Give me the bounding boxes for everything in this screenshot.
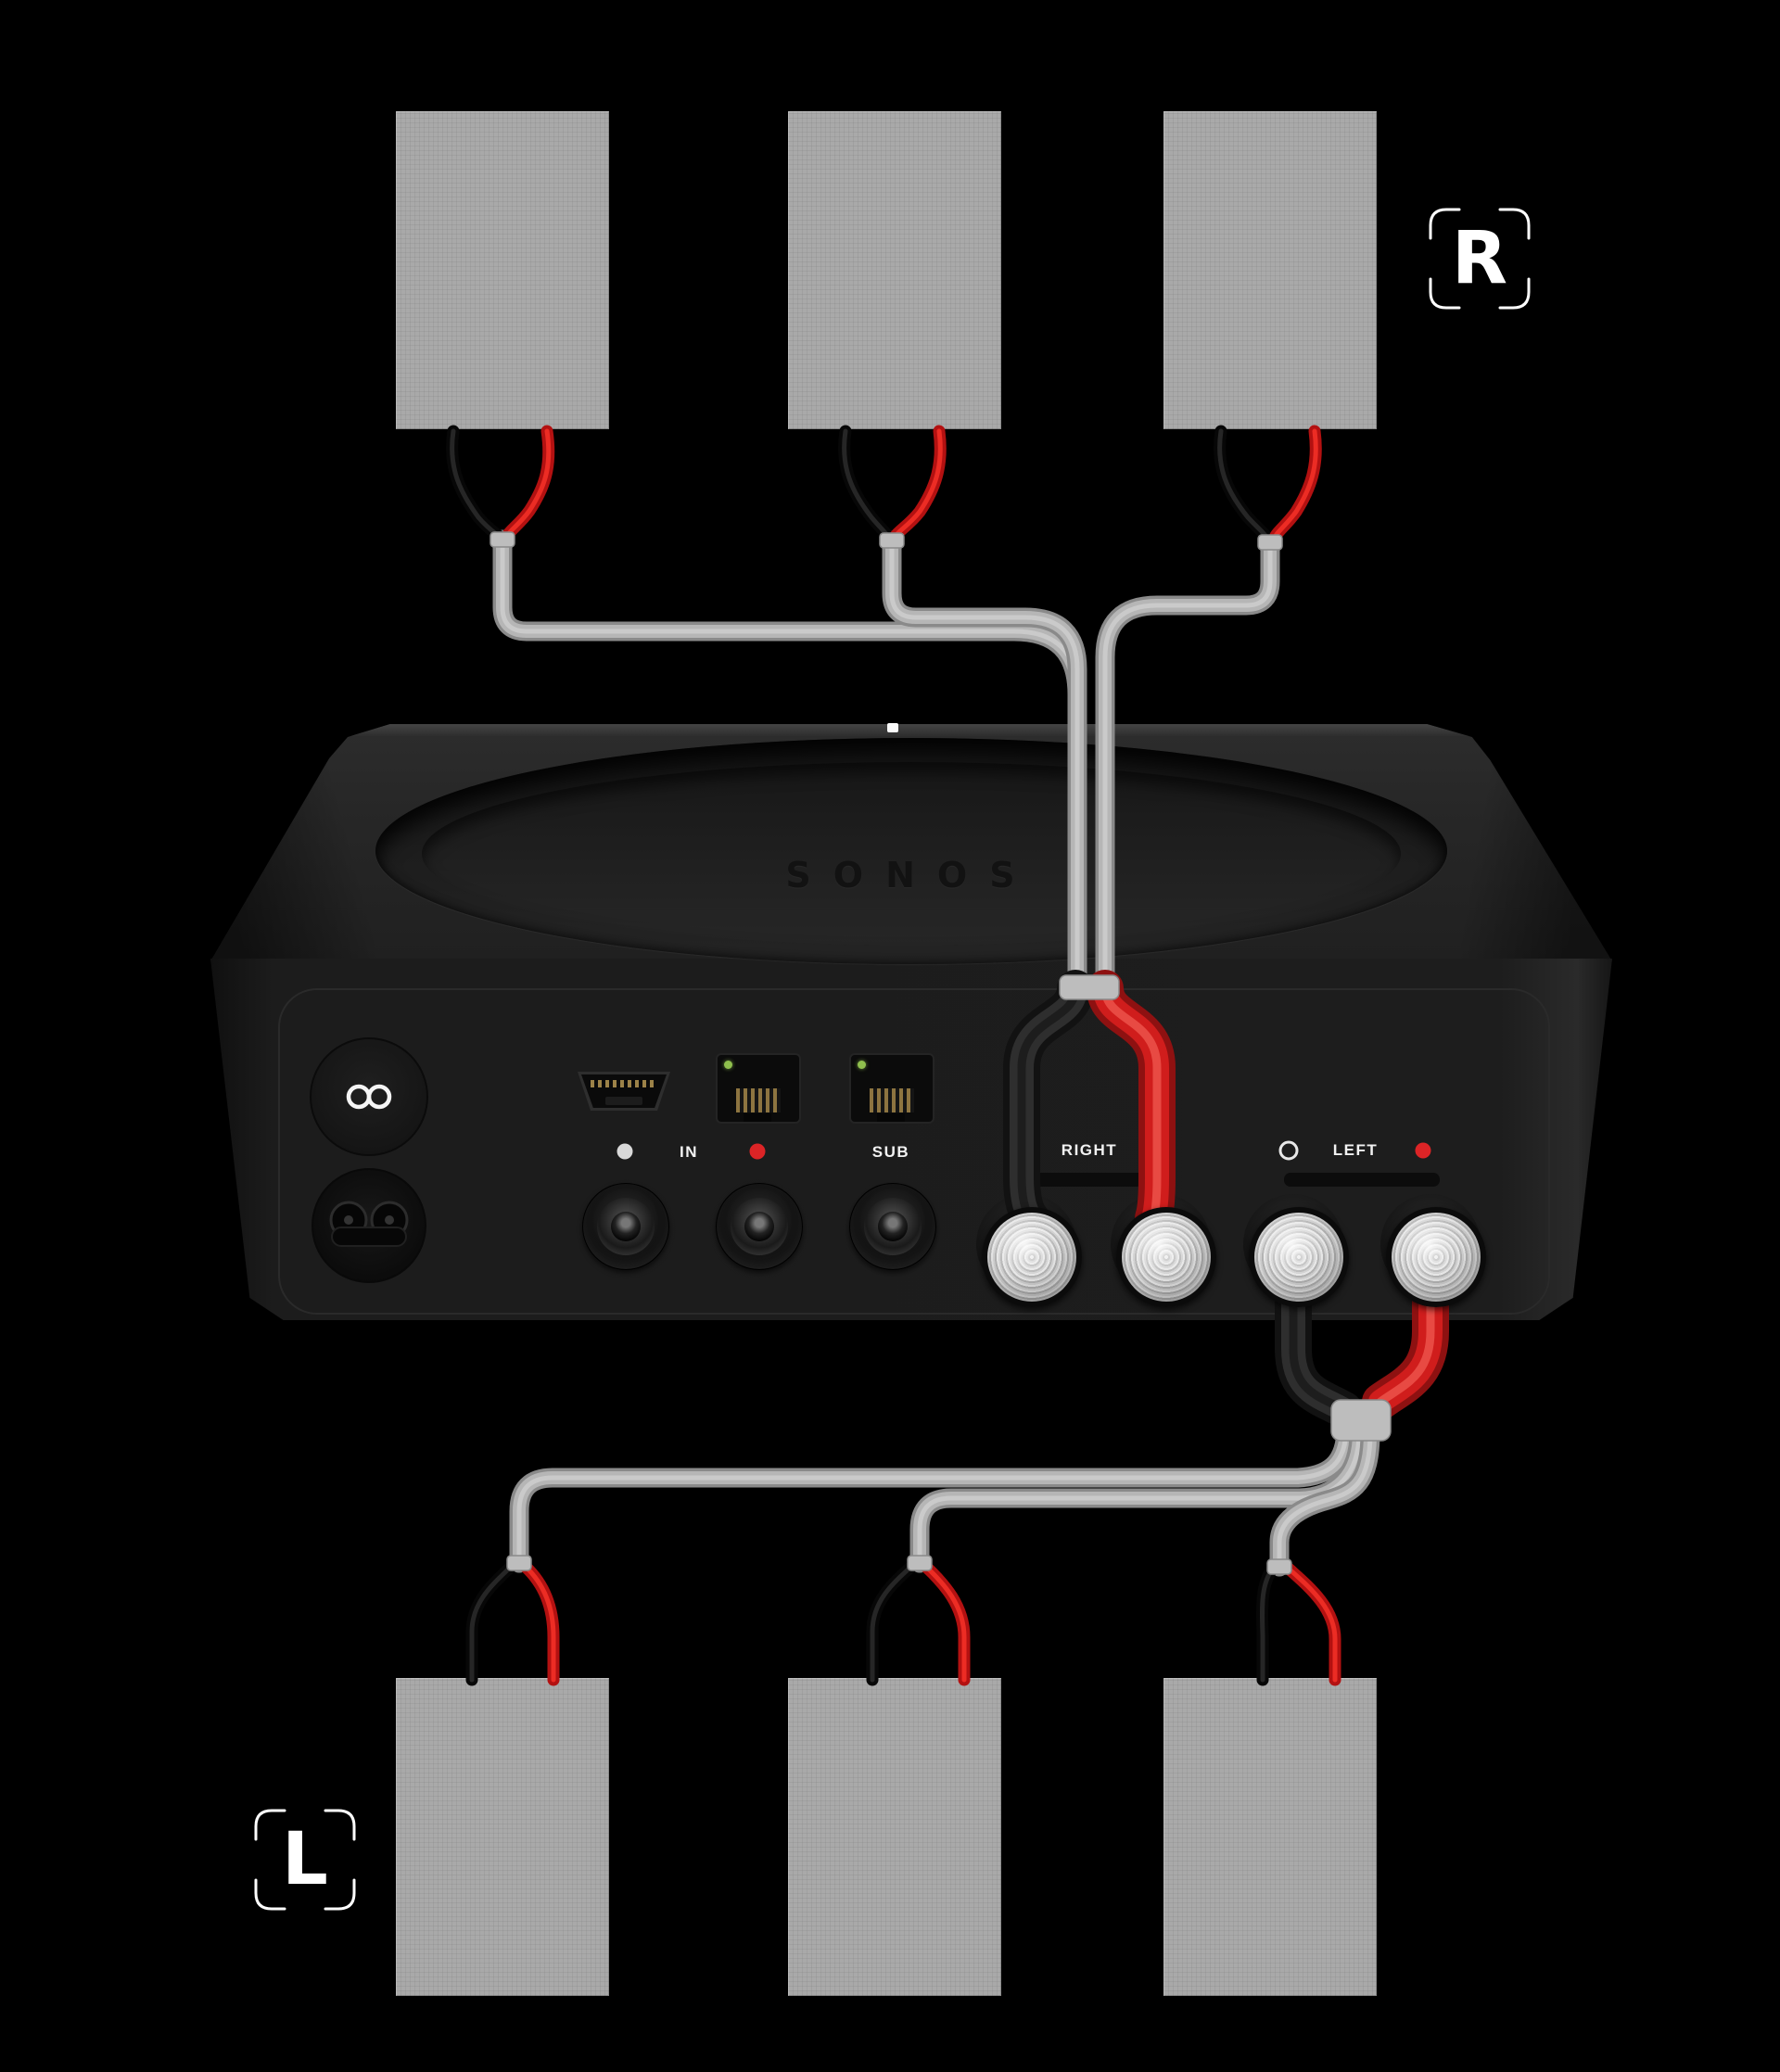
zone-badge-left-letter: L: [282, 1818, 328, 1901]
join-button: [310, 1037, 428, 1156]
label-sub: SUB: [871, 1143, 910, 1161]
ethernet-notch: [877, 1113, 905, 1122]
zone-badge-left: L: [253, 1808, 357, 1912]
speaker-right-3: [1163, 111, 1377, 429]
pigtails-right-zone: [446, 425, 1322, 546]
white-ring-icon: [1278, 1140, 1299, 1161]
brand-logo: SONOS: [785, 855, 1037, 896]
rca-jack-in-right: [716, 1183, 803, 1270]
ethernet-led-icon: [858, 1061, 866, 1069]
binding-post-right-negative: [982, 1207, 1082, 1307]
binding-post-left-negative: [1249, 1207, 1349, 1307]
cable-junction-cap: [1330, 1399, 1392, 1442]
left-post-plate: [1284, 1173, 1440, 1187]
figure8-socket-icon: [329, 1201, 409, 1247]
speaker-right-1: [396, 111, 609, 429]
infinity-icon: [346, 1084, 392, 1110]
power-inlet: [312, 1168, 426, 1283]
gray-cable-right-zone: [492, 529, 1280, 995]
ethernet-pins: [870, 1088, 914, 1112]
right-post-plate: [1017, 1173, 1171, 1187]
rca-hole: [744, 1212, 774, 1241]
cable-end-cap: [506, 1555, 532, 1571]
red-dot: [749, 1143, 766, 1160]
ethernet-port-1: [716, 1053, 801, 1124]
speaker-left-2: [788, 1678, 1001, 1996]
status-led: [887, 723, 898, 732]
hdmi-lip: [605, 1097, 642, 1105]
hdmi-port: [578, 1072, 670, 1111]
binding-post-left-positive: [1386, 1207, 1486, 1307]
amp-top-recess-dish: [422, 762, 1401, 946]
hdmi-pins: [591, 1080, 657, 1087]
corner-frame-icon: [254, 1809, 356, 1911]
corner-frame-icon: [1429, 208, 1531, 310]
red-dot: [1415, 1142, 1431, 1159]
amp-rear-inset-panel: [278, 988, 1550, 1315]
ethernet-notch: [744, 1113, 771, 1122]
ethernet-port-2: [849, 1053, 934, 1124]
gray-cable-left-zone: [509, 1417, 1380, 1577]
rca-jack-in-left: [582, 1183, 669, 1270]
binding-post-right-positive: [1116, 1207, 1216, 1307]
amp-top-edge: [322, 724, 1501, 736]
speaker-right-2: [788, 111, 1001, 429]
pigtails-left-zone: [465, 1558, 1341, 1686]
cable-end-cap: [1266, 1558, 1292, 1575]
cable-junction-cap: [1059, 974, 1120, 1000]
ethernet-led-icon: [724, 1061, 732, 1069]
cable-end-cap: [1257, 534, 1283, 551]
rca-hole: [611, 1212, 641, 1241]
zone-badge-right-letter: R: [1451, 217, 1508, 300]
ethernet-pins: [736, 1088, 781, 1112]
white-dot: [617, 1143, 633, 1160]
label-line-in: IN: [680, 1143, 698, 1161]
label-right-channel: RIGHT: [1061, 1141, 1118, 1159]
speaker-left-3: [1163, 1678, 1377, 1996]
cable-end-cap: [907, 1555, 933, 1571]
zone-badge-right: R: [1428, 207, 1532, 311]
right-post-wires: [1003, 970, 1176, 1237]
speaker-left-1: [396, 1678, 609, 1996]
rca-hole: [878, 1212, 908, 1241]
cable-end-cap: [490, 531, 515, 548]
label-left-channel: LEFT: [1332, 1141, 1379, 1159]
cable-end-cap: [879, 532, 905, 549]
rca-jack-sub: [849, 1183, 936, 1270]
